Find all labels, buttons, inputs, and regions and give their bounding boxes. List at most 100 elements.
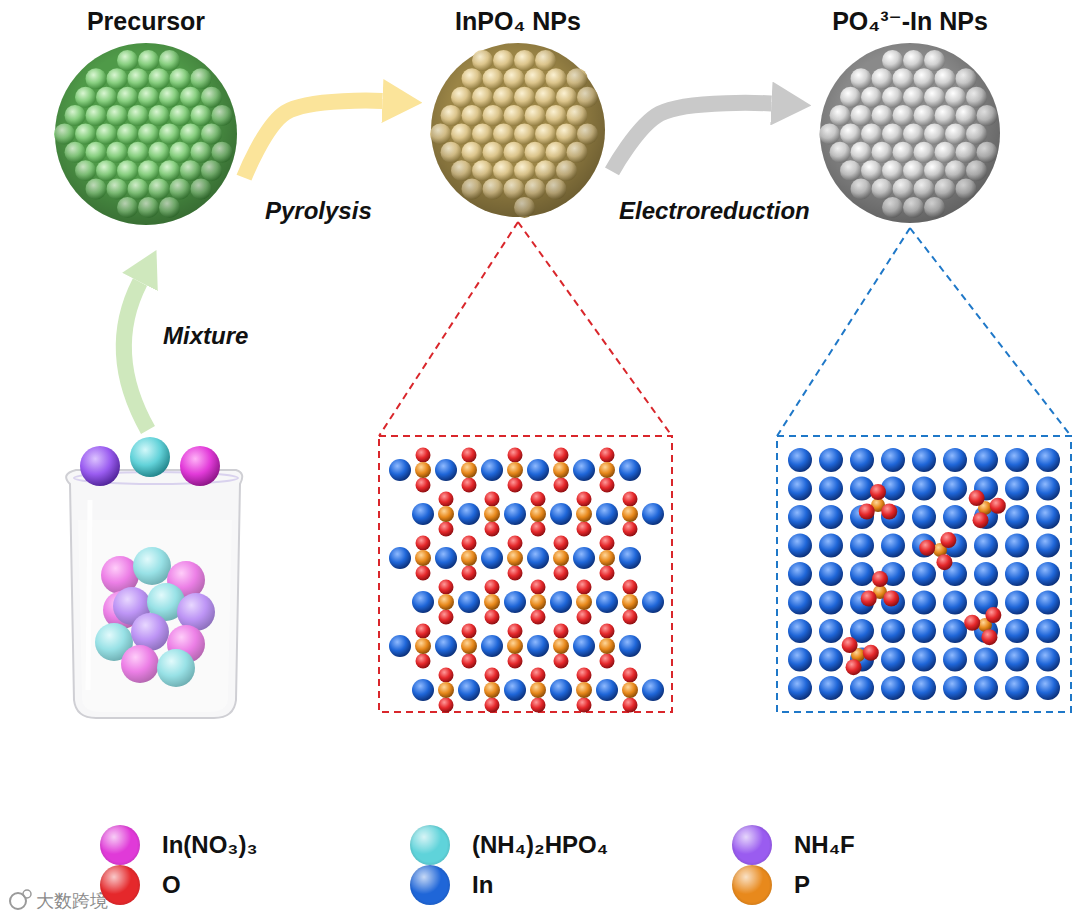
oxygen-atom xyxy=(623,492,638,507)
oxygen-atom xyxy=(485,580,500,595)
node-heading: Precursor xyxy=(50,6,242,36)
indium-atom xyxy=(912,562,936,586)
indium-atom xyxy=(435,635,457,657)
indium-atom xyxy=(481,635,503,657)
indium-atom xyxy=(819,591,843,615)
indium-atom xyxy=(881,448,905,472)
phosphorus-atom xyxy=(622,506,638,522)
oxygen-atom xyxy=(462,478,477,493)
oxygen-atom xyxy=(485,668,500,683)
beaker-front xyxy=(78,520,232,712)
indium-atom xyxy=(819,534,843,558)
indium-atom xyxy=(850,448,874,472)
indium-atom xyxy=(1036,534,1060,558)
beaker-glass xyxy=(66,470,242,718)
oxygen-atom xyxy=(600,566,615,581)
indium-atom xyxy=(412,591,434,613)
phosphorus-atom xyxy=(438,594,454,610)
indium-atom xyxy=(527,547,549,569)
phosphorus-atom xyxy=(530,506,546,522)
indium-atom xyxy=(1036,676,1060,700)
legend-entry: P xyxy=(732,865,992,905)
oxygen-atom xyxy=(462,624,477,639)
mixture-arrow xyxy=(124,282,148,430)
step-label: Mixture xyxy=(163,322,248,350)
indium-atom xyxy=(504,591,526,613)
oxygen-atom xyxy=(623,668,638,683)
indium-atom xyxy=(819,676,843,700)
oxygen-atom xyxy=(577,492,592,507)
oxygen-atom xyxy=(985,607,1001,623)
indium-atom xyxy=(912,505,936,529)
sphere-shading xyxy=(820,43,1000,223)
indium-atom xyxy=(1036,505,1060,529)
indium-atom xyxy=(788,448,812,472)
phosphorus-atom xyxy=(576,682,592,698)
indium-atom xyxy=(573,635,595,657)
legend-text: NH₄F xyxy=(794,831,855,859)
oxygen-atom xyxy=(600,624,615,639)
indium-atom xyxy=(788,591,812,615)
phosphorus-atom xyxy=(438,506,454,522)
phosphorus-atom xyxy=(576,594,592,610)
indium-atom xyxy=(596,591,618,613)
oxygen-atom xyxy=(485,492,500,507)
phosphorus-atom xyxy=(530,682,546,698)
oxygen-atom xyxy=(462,654,477,669)
oxygen-atom xyxy=(919,540,935,556)
indium-atom xyxy=(642,591,664,613)
oxygen-atom xyxy=(940,532,956,548)
indium-atom xyxy=(642,679,664,701)
indium-atom xyxy=(458,591,480,613)
indium-atom xyxy=(458,679,480,701)
indium-atom xyxy=(850,477,874,501)
indium-atom xyxy=(1005,619,1029,643)
indium-atom xyxy=(504,503,526,525)
indium-atom xyxy=(881,676,905,700)
oxygen-atom xyxy=(859,504,875,520)
zoom-line xyxy=(910,228,1071,436)
legend-entry: In(NO₃)₃ xyxy=(100,825,360,865)
indium-atom xyxy=(850,562,874,586)
phosphorus-atom xyxy=(553,550,569,566)
sphere-body xyxy=(55,43,237,225)
oxygen-atom xyxy=(600,536,615,551)
oxygen-atom xyxy=(462,448,477,463)
indium-atom xyxy=(573,547,595,569)
indium-atom xyxy=(619,635,641,657)
oxygen-atom xyxy=(623,698,638,713)
watermark-logo xyxy=(23,890,31,898)
indium-atom xyxy=(819,619,843,643)
oxygen-atom xyxy=(936,554,952,570)
indium-atom xyxy=(974,534,998,558)
phosphorus-atom xyxy=(507,462,523,478)
oxygen-atom xyxy=(577,668,592,683)
indium-atom xyxy=(642,503,664,525)
zoom-line xyxy=(518,222,672,436)
oxygen-atom xyxy=(577,698,592,713)
oxygen-atom xyxy=(531,698,546,713)
oxygen-atom xyxy=(554,624,569,639)
indium-atom xyxy=(527,635,549,657)
watermark: 大数跨境 xyxy=(36,890,108,912)
oxygen-atom xyxy=(600,654,615,669)
node-heading: PO₄³⁻-In NPs xyxy=(815,6,1005,36)
phosphorus-atom xyxy=(507,638,523,654)
oxygen-atom xyxy=(531,492,546,507)
oxygen-atom xyxy=(439,610,454,625)
oxygen-atom xyxy=(577,610,592,625)
phosphorus-atom xyxy=(553,638,569,654)
oxygen-atom xyxy=(600,478,615,493)
indium-atom xyxy=(550,591,572,613)
indium-atom xyxy=(550,503,572,525)
indium-atom xyxy=(389,635,411,657)
indium-atom xyxy=(881,534,905,558)
indium-atom xyxy=(1005,591,1029,615)
indium-atom xyxy=(389,547,411,569)
oxygen-atom xyxy=(531,668,546,683)
legend-text: (NH₄)₂HPO₄ xyxy=(472,831,608,859)
nanoparticle-sphere xyxy=(819,42,1001,224)
legend-entry: O xyxy=(100,865,360,905)
legend-text: P xyxy=(794,871,810,899)
indium-atom xyxy=(912,477,936,501)
